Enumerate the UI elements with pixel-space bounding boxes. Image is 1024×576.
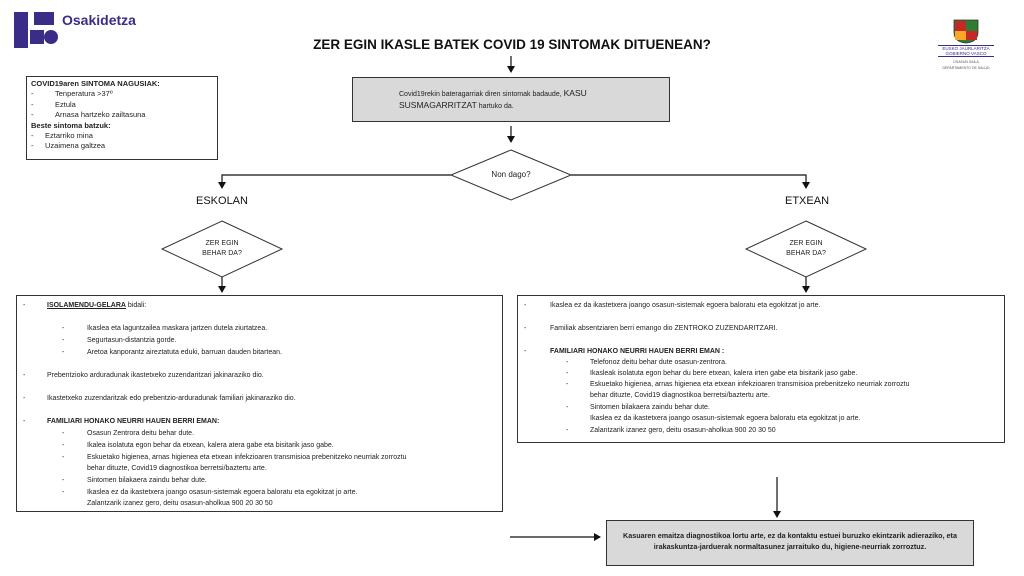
other-symptoms-heading: Beste sintoma batzuk: — [31, 120, 111, 130]
suspect-text-2: hartuko da. — [476, 103, 514, 110]
isolation-room-rest: bidali: — [125, 302, 147, 309]
final-result-box: Kasuaren emaitza diagnostikoa lortu arte… — [606, 520, 974, 566]
home-family-item: Sintomen bilakaera zaindu behar dute. — [590, 404, 710, 411]
school-question-line1: ZER EGIN — [205, 240, 239, 247]
home-family-item: Zalantzarik izanez gero, deitu osasun-ah… — [590, 427, 776, 434]
home-family-item: Eskuetako higienea, arnas higienea eta e… — [590, 381, 910, 388]
school-question-line2: BEHAR DA? — [202, 250, 242, 257]
gov-line1: EUSKO JAURLARITZA — [938, 45, 994, 51]
school-family-item-cont: behar dituzte, Covid19 diagnostikoa berr… — [87, 465, 267, 472]
branch-label-school: ESKOLAN — [196, 195, 248, 207]
logo-text: Osakidetza — [62, 12, 136, 28]
home-family-item-cont: behar dituzte, Covid19 diagnostikoa berr… — [590, 392, 770, 399]
home-paragraph-2: Familiak absentziaren berri emango dio Z… — [550, 325, 778, 332]
symptom-item: Tenperatura >37º — [55, 89, 113, 99]
isolation-item: Aretoa kanporantz aireztatuta eduki, bar… — [87, 349, 282, 356]
home-question-line2: BEHAR DA? — [786, 250, 826, 257]
school-paragraph-2: Ikastetxeko zuzendaritzak edo prebentzio… — [47, 395, 296, 402]
isolation-item: Ikaslea eta laguntzailea maskara jartzen… — [87, 325, 268, 332]
coat-of-arms-icon — [953, 19, 979, 44]
school-family-item: Eskuetako higienea, arnas higienea eta e… — [87, 454, 407, 461]
branch-label-home: ETXEAN — [785, 195, 830, 207]
school-what-to-do: ZER EGIN BEHAR DA? — [182, 239, 262, 259]
gobierno-vasco-logo: EUSKO JAURLARITZA GOBIERNO VASCO OSASUN … — [938, 18, 994, 78]
isolation-room-label: ISOLAMENDU-GELARA — [47, 302, 126, 309]
home-paragraph-1: Ikaslea ez da ikastetxera joango osasun-… — [550, 302, 821, 309]
symptom-item: Arnasa hartzeko zailtasuna — [55, 110, 146, 120]
branch-left — [218, 174, 451, 189]
final-result-text: Kasuaren emaitza diagnostikoa lortu arte… — [623, 531, 957, 551]
home-family-item: Telefonoz deitu behar dute osasun-zentro… — [590, 359, 727, 366]
gov-line3: OSASUN SAILA — [953, 60, 979, 64]
symptoms-box: COVID19aren SINTOMA NAGUSIAK: -Tenperatu… — [26, 76, 218, 160]
school-family-heading: FAMILIARI HONAKO NEURRI HAUEN BERRI EMAN… — [47, 418, 220, 425]
osakidetza-cross-icon — [14, 12, 58, 48]
gov-line2: GOBIERNO VASCO — [938, 51, 994, 57]
school-paragraph-1: Prebentzioko arduradunak ikastetxeko zuz… — [47, 372, 264, 379]
suspect-text-1: Covid19rekin bateragarriak diren sintoma… — [399, 91, 564, 98]
suspect-case-box: Covid19rekin bateragarriak diren sintoma… — [352, 77, 670, 122]
home-family-item: Ikaslea ez da ikastetxera joango osasun-… — [590, 415, 861, 422]
diamond-where — [449, 149, 573, 201]
school-family-item: Ikalea isolatuta egon behar da etxean, k… — [87, 442, 334, 449]
other-symptom-item: Uzaimena galtzea — [45, 141, 106, 151]
school-actions-box: - ISOLAMENDU-GELARA bidali: - Ikaslea et… — [16, 295, 503, 512]
home-family-heading: FAMILIARI HONAKO NEURRI HAUEN BERRI EMAN… — [550, 348, 725, 355]
school-family-item: Ikaslea ez da ikastetxera joango osasun-… — [87, 489, 358, 496]
school-family-item-cont: Zalantzarik izanez gero, deitu osasun-ah… — [87, 500, 273, 507]
isolation-item: Segurtasun-distantzia gorde. — [87, 337, 177, 344]
school-family-item: Osasun Zentrora deitu behar dute. — [87, 430, 195, 437]
osakidetza-logo: Osakidetza — [14, 12, 164, 50]
gov-line4: DEPARTAMENTO DE SALUD — [942, 66, 990, 70]
where-question: Non dago? — [491, 170, 531, 179]
suspect-text-highlight: KASU SUSMAGARRITZAT — [399, 88, 587, 110]
school-family-item: Sintomen bilakaera zaindu behar dute. — [87, 477, 207, 484]
branch-right — [571, 174, 810, 189]
page-title: ZER EGIN IKASLE BATEK COVID 19 SINTOMAK … — [313, 37, 711, 52]
home-what-to-do: ZER EGIN BEHAR DA? — [766, 239, 846, 259]
home-question-line1: ZER EGIN — [789, 240, 823, 247]
other-symptom-item: Eztarriko mina — [45, 130, 93, 140]
symptom-item: Eztula — [55, 99, 76, 109]
symptoms-heading: COVID19aren SINTOMA NAGUSIAK: — [31, 79, 160, 88]
home-actions-box: - Ikaslea ez da ikastetxera joango osasu… — [517, 295, 1005, 443]
home-family-item: Ikasleak isolatuta egon behar du bere et… — [590, 370, 858, 377]
